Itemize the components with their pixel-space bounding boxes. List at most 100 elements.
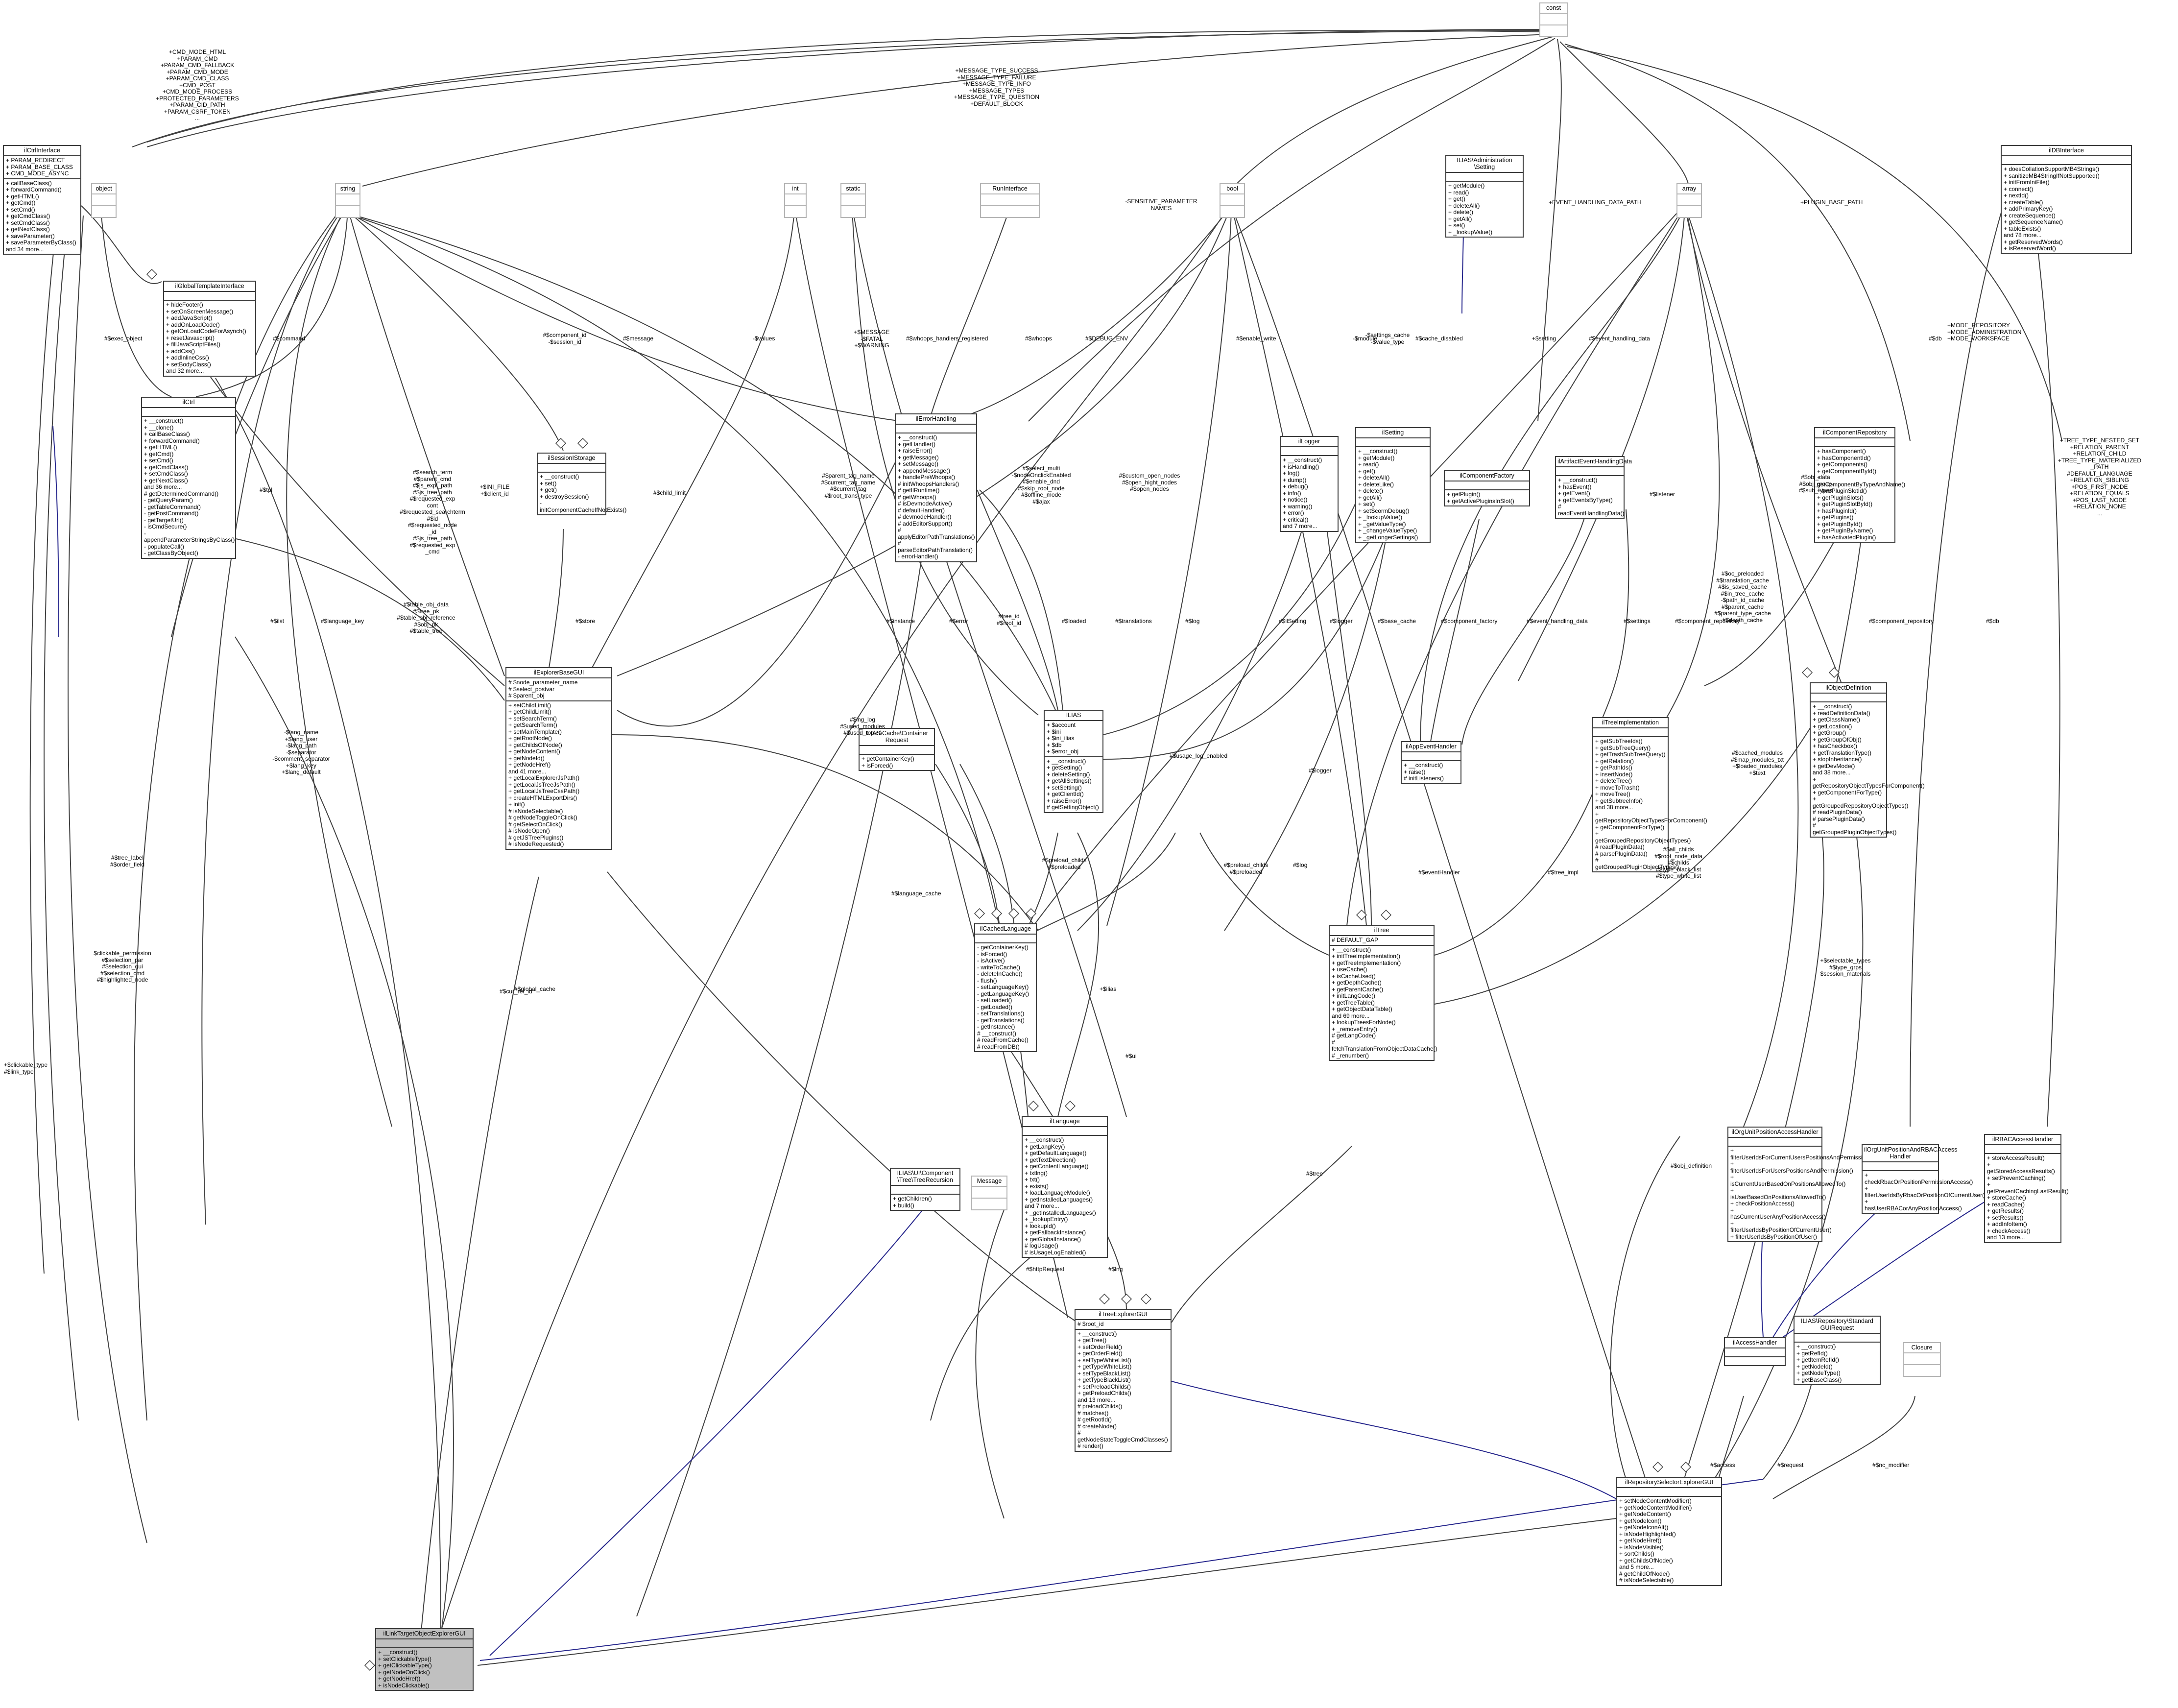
class-box-ilLanguage[interactable]: ilLanguage+ __construct()+ getLangKey()+…	[1022, 1116, 1108, 1258]
operation-row: + getNodeContent()	[1619, 1511, 1671, 1517]
class-box-TreeRecursion[interactable]: ILIAS\UI\Component \Tree\TreeRecursion+ …	[890, 1168, 960, 1211]
edge-label-lbl-plugin-base-path: +PLUGIN_BASE_PATH	[1800, 199, 1863, 206]
class-box-ilObjectDefinition[interactable]: ilObjectDefinition+ __construct()+ readD…	[1810, 682, 1925, 838]
class-title: ilOrgUnitPositionAccessHandler	[1728, 1128, 1821, 1138]
class-attributes	[981, 194, 1039, 206]
class-box-ilLogger[interactable]: ilLogger+ __construct()+ isHandling()+ l…	[1280, 436, 1339, 532]
operation-row: # getSettingObject()	[1047, 804, 1099, 811]
class-box-ilCachedLanguage[interactable]: ilCachedLanguage- getContainerKey()- isF…	[974, 923, 1037, 1052]
class-attributes	[1402, 752, 1460, 761]
class-box-ilRepositorySelectorExplorerGUI[interactable]: ilRepositorySelectorExplorerGUI+ setNode…	[1616, 1477, 1722, 1586]
class-box-ilRBACAccessHandler[interactable]: ilRBACAccessHandler+ storeAccessResult()…	[1984, 1134, 2069, 1243]
class-box-ilAccessHandler[interactable]: ilAccessHandler	[1724, 1337, 1786, 1366]
edge-label-lbl-log: #$log	[1185, 618, 1200, 625]
class-attributes	[1617, 1488, 1721, 1497]
operation-row: + getAllSettings()	[1047, 777, 1092, 784]
operation-row: + getNextClass()	[6, 226, 50, 233]
class-box-ilDBInterface[interactable]: ilDBInterface+ doesCollationSupportMB4St…	[2001, 145, 2132, 254]
class-box-Closure[interactable]: Closure	[1903, 1342, 1941, 1377]
class-operations: + __construct()+ getTree()+ setOrderFiel…	[1076, 1330, 1171, 1451]
operation-row: + filterUserIdsForCurrentUsersPositionsA…	[1730, 1147, 1873, 1161]
class-operations: + __construct()+ getSetting()+ deleteSet…	[1045, 757, 1102, 812]
class-operations	[981, 206, 1039, 217]
class-box-ilSessionIStorage[interactable]: ilSessionIStorage+ __construct()+ set()+…	[537, 453, 626, 515]
class-box-ilErrorHandling[interactable]: ilErrorHandling+ __construct()+ getHandl…	[895, 413, 977, 562]
operation-row: + setBodyClass()	[166, 361, 211, 368]
class-box-Message[interactable]: Message	[971, 1176, 1007, 1210]
operation-row: - flush()	[977, 977, 997, 984]
class-attributes	[1725, 1348, 1785, 1357]
operation-row: + hasCurrentUserAnyPositionAccess()	[1730, 1206, 1826, 1220]
class-attributes	[785, 194, 806, 206]
operation-row: + read()	[1448, 189, 1469, 196]
class-title: ilSessionIStorage	[538, 454, 605, 464]
operation-row: + getRelation()	[1595, 757, 1634, 765]
class-box-static[interactable]: static	[840, 183, 866, 218]
class-title: object	[92, 184, 116, 194]
operation-row: + readDefinitionData()	[1813, 709, 1870, 717]
class-box-ilLinkTargetObjectExplorerGUI[interactable]: ilLinkTargetObjectExplorerGUI + __constru…	[375, 1628, 474, 1691]
edge-label-lbl-cur-ref-id: #$cur_ref_id	[500, 988, 532, 995]
class-box-bool[interactable]: bool	[1220, 183, 1245, 218]
class-title: ilCtrl	[142, 398, 235, 408]
operation-row: + getPluginSlots()	[1817, 494, 1864, 501]
operation-row: + connect()	[2004, 185, 2034, 192]
operation-row: + moveToTrash()	[1595, 784, 1640, 791]
operation-row: + deleteLike()	[1358, 481, 1394, 488]
class-attributes	[1677, 194, 1701, 206]
operation-row: + setClickableType()	[378, 1655, 432, 1662]
class-title: ilAppEventHandler	[1402, 742, 1460, 752]
class-box-const[interactable]: const	[1539, 2, 1568, 37]
class-box-ilOrgUnitPositionAccessHandler[interactable]: ilOrgUnitPositionAccessHandler + filterUs…	[1727, 1127, 1873, 1242]
operation-row: # getSelectOnClick()	[508, 820, 563, 828]
class-box-string[interactable]: string	[335, 183, 360, 218]
class-box-ilTree[interactable]: ilTree# DEFAULT_GAP+ __construct()+ init…	[1329, 925, 1437, 1061]
class-box-array[interactable]: array	[1676, 183, 1702, 218]
class-title: ilLinkTargetObjectExplorerGUI	[376, 1629, 473, 1639]
class-box-ILIAS[interactable]: ILIAS+ $account+ $ini+ $ini_ilias+ $db+ …	[1044, 710, 1103, 813]
attribute-row: + $ini	[1047, 728, 1061, 735]
edge-label-lbl-message-consts: +MESSAGE_TYPE_SUCCESS +MESSAGE_TYPE_FAIL…	[954, 67, 1039, 107]
operation-row: + handlePreWhoops()	[898, 474, 956, 481]
class-box-int[interactable]: int	[784, 183, 807, 218]
attribute-row: # $select_postvar	[508, 685, 555, 693]
class-operations	[1725, 1357, 1785, 1365]
class-box-ilOrgUnitPositionAndRBACAccessHandler[interactable]: ilOrgUnitPositionAndRBACAccess Handler+ …	[1862, 1144, 1986, 1214]
edge-label-lbl-logger2: #$logger	[1309, 767, 1332, 774]
operation-row: + __construct()	[378, 1649, 418, 1656]
operation-row: + isCacheUsed()	[1332, 972, 1376, 980]
class-box-ilComponentRepository[interactable]: ilComponentRepository+ hasComponent()+ h…	[1814, 427, 1905, 543]
class-box-ilLASCacheContainerRequest[interactable]: ILIAS\Cache\Container Request+ getContai…	[859, 728, 935, 771]
edge-label-lbl-preload-childs: #$preload_childs #$preloaded	[1223, 862, 1269, 875]
operation-row: and 38 more...	[1813, 769, 1851, 776]
operation-row: + getSetting()	[1047, 764, 1082, 771]
edge-label-lbl-loaded: #$loaded	[1062, 618, 1086, 625]
class-title: ilLanguage	[1023, 1117, 1107, 1127]
class-box-ILIAS_Administration_Setting[interactable]: ILIAS\Administration \Setting+ getModule…	[1445, 155, 1524, 238]
class-title: ILIAS\Administration \Setting	[1446, 156, 1523, 173]
class-box-ilCtrlInterface[interactable]: ilCtrlInterface+ PARAM_REDIRECT+ PARAM_B…	[3, 145, 81, 255]
class-box-object[interactable]: object	[91, 183, 117, 218]
class-box-GUIRequest[interactable]: ILIAS\Repository\Standard GUIRequest+ __…	[1794, 1316, 1881, 1385]
class-box-ilComponentFactory[interactable]: ilComponentFactory+ getPlugin()+ getActi…	[1444, 470, 1530, 506]
class-box-ilExplorerBaseGUI[interactable]: ilExplorerBaseGUI# $node_parameter_name#…	[505, 667, 612, 850]
operation-row: # getRootId()	[1077, 1416, 1112, 1423]
edge-label-lbl-tree-impl: #$tree_impl	[1548, 869, 1579, 876]
class-box-ilArtifactEventHandlingData[interactable]: ilArtifactEventHandlingData+ __construct…	[1555, 456, 1632, 519]
operation-row: + filterUserIdsByPositionOfUser()	[1730, 1233, 1818, 1240]
class-box-ilSetting[interactable]: ilSetting+ __construct()+ getModule()+ r…	[1355, 427, 1431, 543]
operation-row: + getLocalJsTreeCssPath()	[508, 788, 580, 794]
class-box-ilGlobalTemplateInterface[interactable]: ilGlobalTemplateInterface+ hideFooter()+…	[163, 281, 256, 377]
class-box-ilTreeExplorerGUI[interactable]: ilTreeExplorerGUI# $root_id+ __construct…	[1075, 1309, 1172, 1452]
operation-row: + getLocalExplorerJsPath()	[508, 774, 580, 781]
operation-row: - errorHandler()	[898, 553, 938, 560]
class-attributes	[972, 1187, 1006, 1199]
class-box-RunInterface[interactable]: RunInterface	[980, 183, 1040, 218]
edge-label-lbl-selectable-types: +$selectable_types #$type_grps $session_…	[1820, 957, 1871, 977]
class-box-ilCtrl[interactable]: ilCtrl+ __construct()+ __clone()+ callBa…	[141, 397, 236, 559]
operation-row: + getStoredAccessResults()	[1987, 1161, 2055, 1175]
class-box-ilAppEventHandler[interactable]: ilAppEventHandler+ __construct()+ raise(…	[1401, 741, 1461, 784]
edge-label-lbl-debug-env: #$DEBUG_ENV	[1085, 335, 1128, 342]
class-box-ilTreeImplementation[interactable]: ilTreeImplementation+ getSubTreeIds()+ g…	[1592, 717, 1707, 872]
class-title: bool	[1221, 184, 1244, 194]
